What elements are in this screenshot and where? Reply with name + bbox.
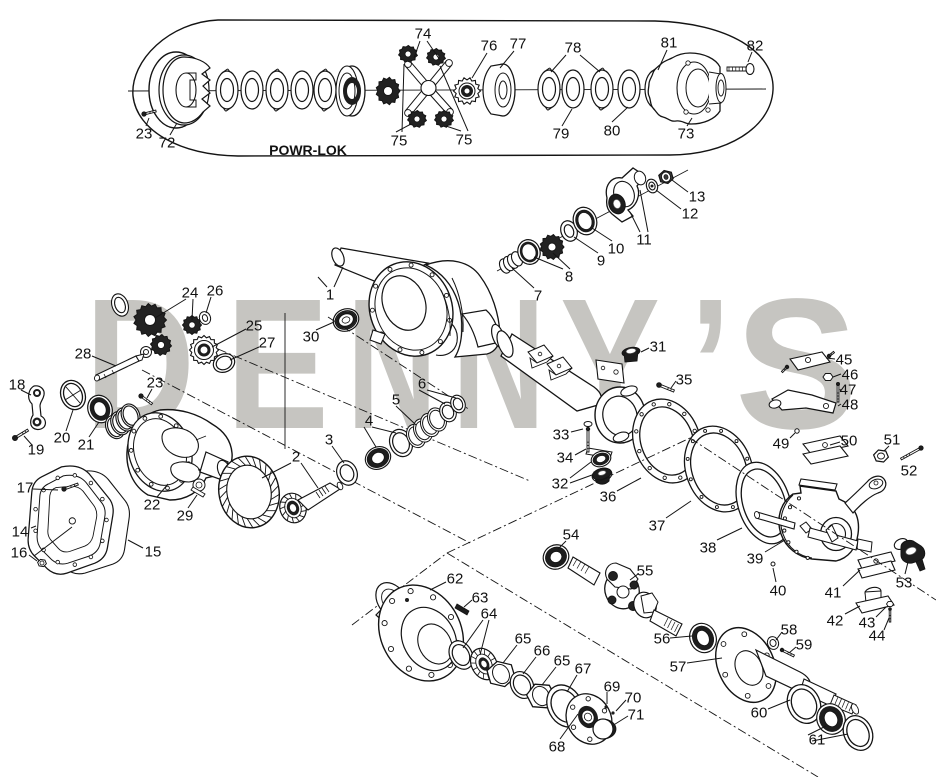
svg-text:69: 69 — [604, 678, 621, 695]
svg-text:4: 4 — [365, 412, 373, 429]
svg-text:70: 70 — [625, 689, 642, 706]
svg-text:82: 82 — [747, 37, 764, 54]
svg-text:20: 20 — [54, 429, 71, 446]
svg-text:76: 76 — [481, 37, 498, 54]
svg-text:2: 2 — [292, 448, 300, 465]
svg-text:43: 43 — [859, 614, 876, 631]
svg-text:9: 9 — [597, 252, 605, 269]
svg-text:5: 5 — [392, 391, 400, 408]
svg-text:35: 35 — [676, 371, 693, 388]
svg-text:22: 22 — [144, 496, 161, 513]
svg-text:21: 21 — [78, 436, 95, 453]
svg-text:32: 32 — [552, 475, 569, 492]
svg-text:18: 18 — [9, 376, 26, 393]
svg-text:POWR-LOK: POWR-LOK — [269, 142, 347, 158]
svg-text:26: 26 — [207, 282, 224, 299]
svg-text:71: 71 — [628, 706, 645, 723]
svg-text:80: 80 — [604, 122, 621, 139]
svg-text:48: 48 — [842, 396, 859, 413]
svg-text:66: 66 — [534, 642, 551, 659]
svg-text:30: 30 — [303, 328, 320, 345]
svg-text:29: 29 — [177, 507, 194, 524]
svg-text:77: 77 — [510, 35, 527, 52]
svg-text:52: 52 — [901, 462, 918, 479]
svg-text:75: 75 — [391, 132, 408, 149]
svg-text:36: 36 — [600, 488, 617, 505]
svg-text:54: 54 — [563, 526, 580, 543]
svg-text:23: 23 — [147, 374, 164, 391]
svg-text:50: 50 — [841, 432, 858, 449]
svg-text:8: 8 — [565, 268, 573, 285]
svg-text:63: 63 — [472, 589, 489, 606]
svg-text:67: 67 — [575, 660, 592, 677]
svg-text:44: 44 — [869, 627, 886, 644]
svg-text:41: 41 — [825, 584, 842, 601]
svg-text:15: 15 — [145, 543, 162, 560]
svg-text:33: 33 — [553, 426, 570, 443]
svg-text:79: 79 — [553, 125, 570, 142]
svg-text:10: 10 — [608, 240, 625, 257]
svg-text:73: 73 — [678, 125, 695, 142]
svg-text:62: 62 — [447, 570, 464, 587]
svg-text:40: 40 — [770, 582, 787, 599]
svg-text:65: 65 — [515, 630, 532, 647]
svg-text:17: 17 — [17, 479, 34, 496]
svg-text:55: 55 — [637, 562, 654, 579]
svg-text:1: 1 — [326, 286, 334, 303]
svg-text:19: 19 — [28, 441, 45, 458]
svg-text:58: 58 — [781, 621, 798, 638]
svg-text:11: 11 — [636, 231, 652, 248]
svg-text:27: 27 — [259, 334, 276, 351]
svg-text:57: 57 — [670, 658, 687, 675]
svg-text:68: 68 — [549, 738, 566, 755]
svg-text:72: 72 — [159, 134, 176, 151]
svg-text:12: 12 — [682, 205, 699, 222]
svg-text:13: 13 — [689, 188, 706, 205]
svg-text:16: 16 — [11, 544, 28, 561]
svg-text:24: 24 — [182, 284, 199, 301]
svg-text:39: 39 — [747, 550, 764, 567]
svg-text:75: 75 — [456, 131, 473, 148]
svg-text:53: 53 — [896, 574, 913, 591]
svg-text:23: 23 — [136, 125, 153, 142]
svg-text:14: 14 — [12, 523, 29, 540]
svg-text:38: 38 — [700, 539, 717, 556]
svg-text:34: 34 — [557, 449, 574, 466]
svg-text:64: 64 — [481, 605, 498, 622]
svg-text:3: 3 — [325, 431, 333, 448]
svg-text:78: 78 — [565, 39, 582, 56]
svg-text:E: E — [226, 260, 329, 468]
svg-text:60: 60 — [751, 704, 768, 721]
svg-text:65: 65 — [554, 652, 571, 669]
svg-text:47: 47 — [840, 381, 857, 398]
svg-text:46: 46 — [842, 366, 859, 383]
svg-text:56: 56 — [654, 630, 671, 647]
svg-text:7: 7 — [534, 287, 542, 304]
svg-text:6: 6 — [418, 375, 426, 392]
svg-text:45: 45 — [836, 351, 853, 368]
svg-text:37: 37 — [649, 517, 666, 534]
svg-text:42: 42 — [827, 612, 844, 629]
svg-text:74: 74 — [415, 25, 432, 42]
svg-text:28: 28 — [75, 345, 92, 362]
svg-text:31: 31 — [650, 338, 667, 355]
svg-text:59: 59 — [796, 636, 813, 653]
svg-text:49: 49 — [773, 435, 790, 452]
svg-text:25: 25 — [246, 317, 263, 334]
svg-text:51: 51 — [884, 431, 901, 448]
svg-text:81: 81 — [661, 34, 678, 51]
